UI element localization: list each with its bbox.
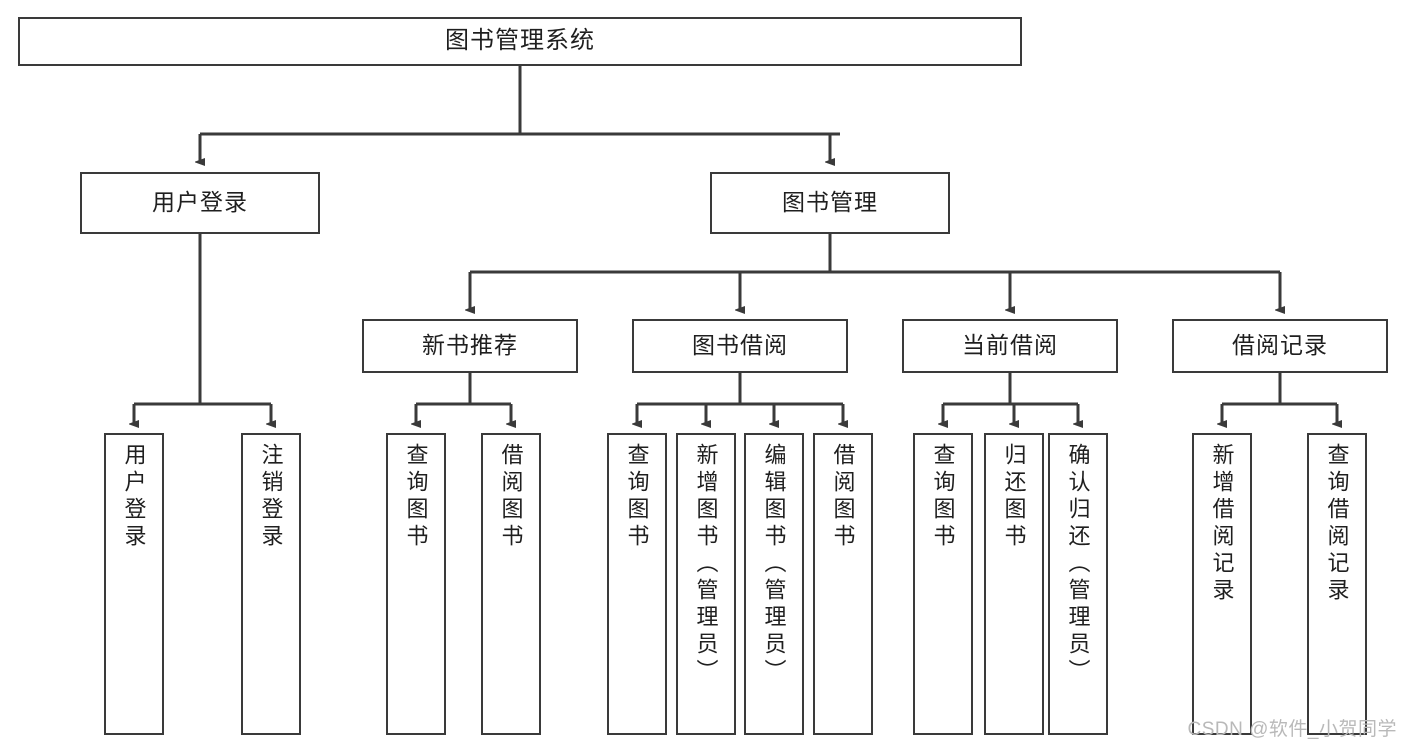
leaf-current-confirm-return[interactable]: 确认归还（管理员） <box>1048 433 1108 735</box>
node-book-borrow-label: 图书借阅 <box>692 332 788 359</box>
leaf-label: 注销登录 <box>258 443 284 551</box>
leaf-borrow-borrow-book[interactable]: 借阅图书 <box>813 433 873 735</box>
leaf-borrow-add-book[interactable]: 新增图书（管理员） <box>676 433 736 735</box>
leaf-label: 归还图书 <box>1001 443 1027 551</box>
leaf-label: 借阅图书 <box>498 443 524 551</box>
watermark: CSDN @软件_小贺同学 <box>1187 719 1397 740</box>
leaf-user-login-login[interactable]: 用户登录 <box>104 433 164 735</box>
leaf-label: 新增图书（管理员） <box>693 443 719 686</box>
node-book-management[interactable]: 图书管理 <box>710 172 950 234</box>
leaf-label: 查询图书 <box>403 443 429 551</box>
leaf-borrow-query-book[interactable]: 查询图书 <box>607 433 667 735</box>
leaf-user-login-logout[interactable]: 注销登录 <box>241 433 301 735</box>
node-current-borrow[interactable]: 当前借阅 <box>902 319 1118 373</box>
leaf-current-return-book[interactable]: 归还图书 <box>984 433 1044 735</box>
leaf-new-book-query[interactable]: 查询图书 <box>386 433 446 735</box>
leaf-label: 新增借阅记录 <box>1209 443 1235 605</box>
node-new-book-recommend[interactable]: 新书推荐 <box>362 319 578 373</box>
leaf-label: 查询借阅记录 <box>1324 443 1350 605</box>
leaf-label: 编辑图书（管理员） <box>761 443 787 686</box>
leaf-label: 查询图书 <box>624 443 650 551</box>
node-new-book-recommend-label: 新书推荐 <box>422 332 518 359</box>
leaf-new-book-borrow[interactable]: 借阅图书 <box>481 433 541 735</box>
node-book-borrow[interactable]: 图书借阅 <box>632 319 848 373</box>
leaf-label: 确认归还（管理员） <box>1065 443 1091 686</box>
leaf-current-query-book[interactable]: 查询图书 <box>913 433 973 735</box>
node-current-borrow-label: 当前借阅 <box>962 332 1058 359</box>
leaf-label: 借阅图书 <box>830 443 856 551</box>
node-root[interactable]: 图书管理系统 <box>18 17 1022 66</box>
node-borrow-record[interactable]: 借阅记录 <box>1172 319 1388 373</box>
node-user-login[interactable]: 用户登录 <box>80 172 320 234</box>
node-borrow-record-label: 借阅记录 <box>1232 332 1328 359</box>
node-book-management-label: 图书管理 <box>782 189 878 216</box>
node-user-login-label: 用户登录 <box>152 189 248 216</box>
node-root-label: 图书管理系统 <box>445 27 595 55</box>
leaf-label: 用户登录 <box>121 443 147 551</box>
leaf-record-add[interactable]: 新增借阅记录 <box>1192 433 1252 735</box>
leaf-label: 查询图书 <box>930 443 956 551</box>
leaf-record-query[interactable]: 查询借阅记录 <box>1307 433 1367 735</box>
leaf-borrow-edit-book[interactable]: 编辑图书（管理员） <box>744 433 804 735</box>
